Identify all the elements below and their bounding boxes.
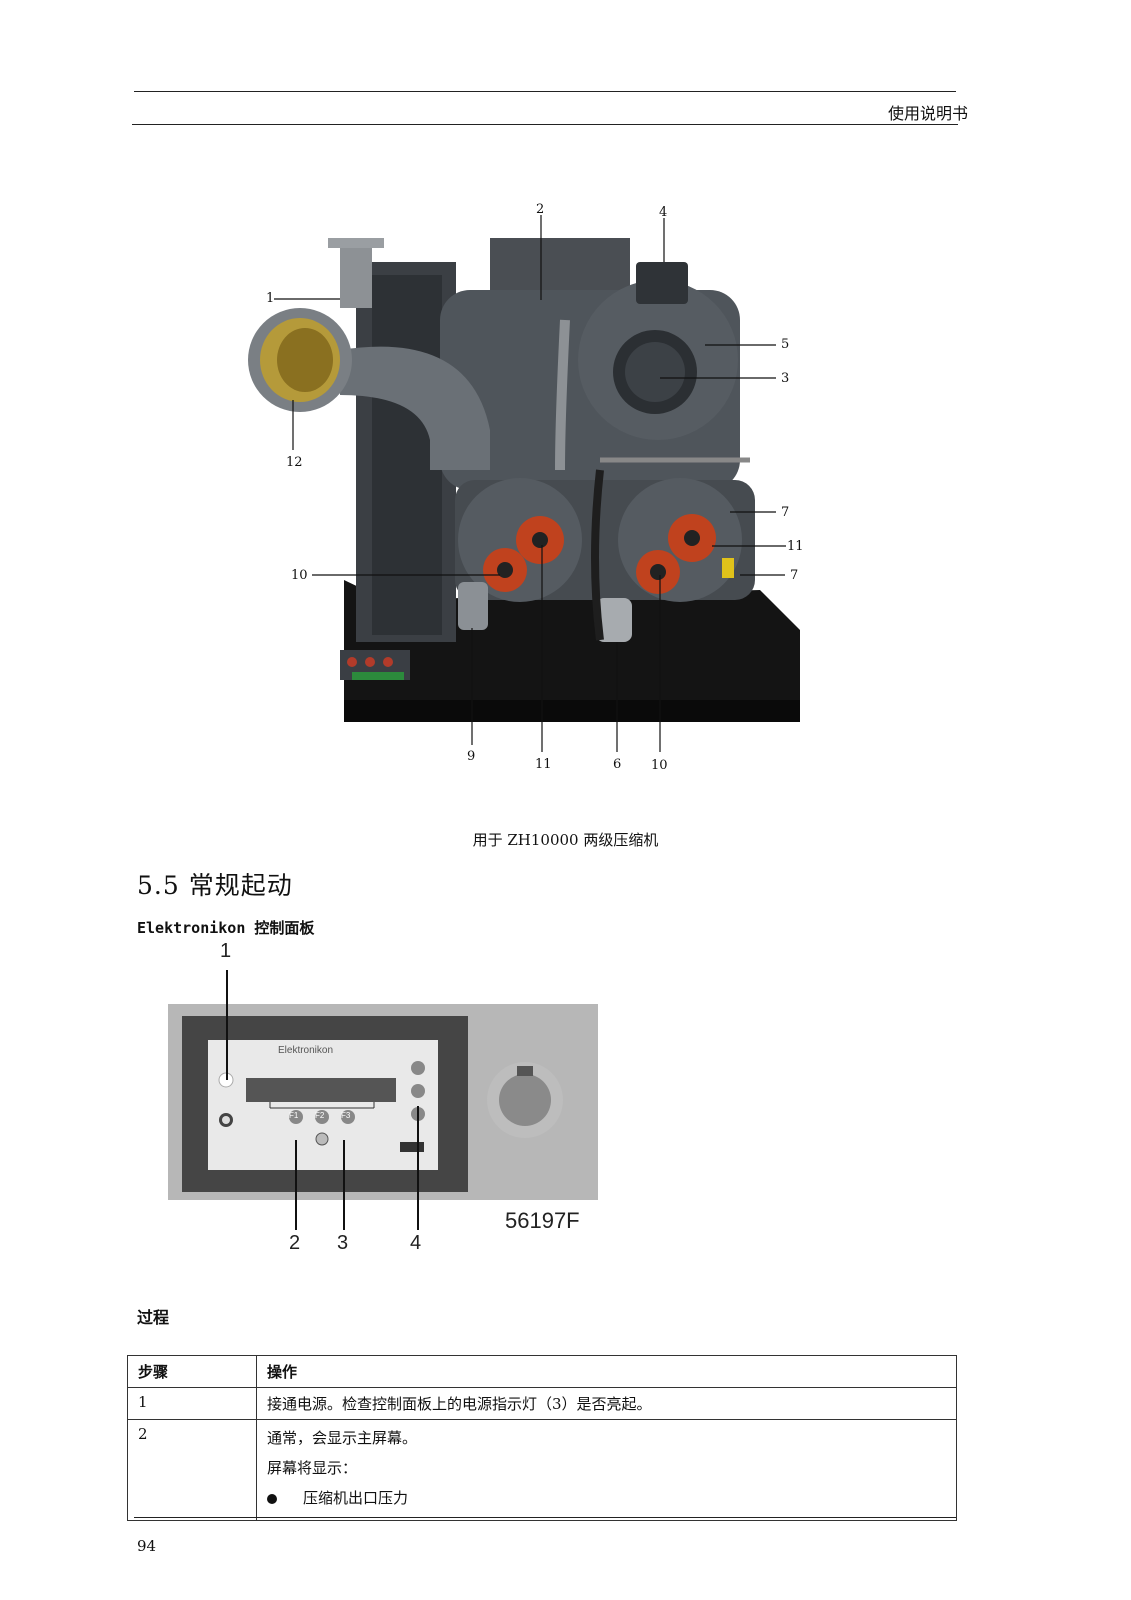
callout-7-lower: 7: [790, 568, 799, 583]
callout-11-right: 11: [787, 539, 804, 554]
procedure-title: 过程: [137, 1308, 170, 1327]
panel-callout-1: 1: [220, 940, 232, 962]
header-action: 操作: [256, 1355, 957, 1388]
callout-3: 3: [781, 371, 790, 386]
panel-callout-3: 3: [337, 1232, 349, 1254]
section-title: 5.5 常规起动: [137, 871, 293, 900]
page-number: 94: [137, 1537, 157, 1555]
action-cell: 通常，会显示主屏幕。 屏幕将显示： 压缩机出口压力: [256, 1419, 957, 1521]
callout-4: 4: [659, 205, 668, 220]
callout-7-upper: 7: [781, 505, 790, 520]
control-panel-illustration: [168, 970, 598, 1230]
table-header-row: 步骤 操作: [127, 1355, 957, 1388]
callout-10-left: 10: [291, 568, 308, 583]
bullet-icon: [267, 1494, 277, 1504]
bullet-text: 压缩机出口压力: [303, 1489, 409, 1507]
panel-key-f1: F1: [289, 1111, 299, 1120]
action-line: 接通电源。检查控制面板上的电源指示灯（3）是否亮起。: [267, 1395, 652, 1413]
panel-callout-4: 4: [410, 1232, 422, 1254]
header-title: 使用说明书: [887, 104, 968, 123]
action-cell: 接通电源。检查控制面板上的电源指示灯（3）是否亮起。: [256, 1387, 957, 1420]
panel-key-f2: F2: [315, 1111, 325, 1120]
control-panel-figure: Elektronikon F1 F2 F3 1 2 3 4 56197F: [130, 940, 600, 1270]
figure-caption: 用于 ZH10000 两级压缩机: [472, 831, 659, 849]
section-subtitle: Elektronikon 控制面板: [137, 919, 315, 937]
panel-callout-2: 2: [289, 1232, 301, 1254]
step-number: 1: [127, 1387, 257, 1420]
footer-rule: [134, 1517, 956, 1518]
callout-5: 5: [781, 337, 790, 352]
bullet-item: 压缩机出口压力: [267, 1485, 946, 1515]
callout-10-bottom: 10: [651, 758, 668, 773]
compressor-figure: 1 2 4 5 3 12 7 11 10 7 9 11 6 10: [248, 202, 804, 773]
header-rule-bottom: [132, 124, 958, 125]
table-row: 2 通常，会显示主屏幕。 屏幕将显示： 压缩机出口压力: [127, 1419, 957, 1521]
panel-key-f3: F3: [341, 1111, 351, 1120]
figure-code: 56197F: [505, 1208, 580, 1233]
header-rule-top: [134, 91, 956, 92]
action-line: 屏幕将显示：: [267, 1459, 358, 1477]
header-step: 步骤: [127, 1355, 257, 1388]
callout-12: 12: [286, 455, 303, 470]
procedure-table: 步骤 操作 1 接通电源。检查控制面板上的电源指示灯（3）是否亮起。 2 通常，…: [127, 1355, 957, 1521]
step-number: 2: [127, 1419, 257, 1521]
callout-11-bottom: 11: [535, 757, 552, 772]
callout-9: 9: [467, 749, 476, 764]
panel-brand: Elektronikon: [278, 1045, 334, 1056]
action-line: 通常，会显示主屏幕。: [267, 1429, 418, 1447]
callout-6: 6: [613, 757, 622, 772]
callout-2: 2: [536, 202, 545, 217]
compressor-illustration: [248, 215, 800, 752]
table-row: 1 接通电源。检查控制面板上的电源指示灯（3）是否亮起。: [127, 1387, 957, 1420]
callout-1: 1: [266, 291, 275, 306]
